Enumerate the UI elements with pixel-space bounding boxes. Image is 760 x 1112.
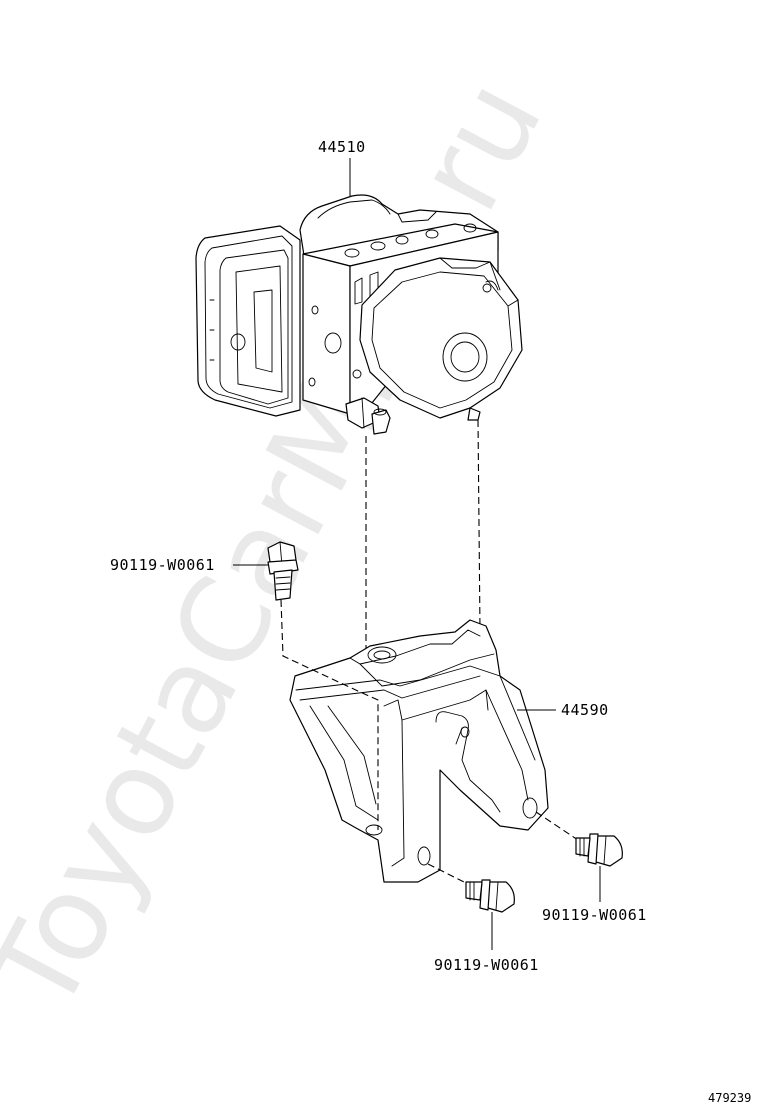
part-number-bolt-bottom: 90119-W0061 <box>434 956 539 974</box>
bracket <box>289 619 549 883</box>
part-number-bolt-left: 90119-W0061 <box>110 556 215 574</box>
pump-motor <box>359 257 523 419</box>
alignment-line-bolt-right <box>535 811 579 841</box>
mounting-studs <box>345 283 492 435</box>
part-number-bolt-right: 90119-W0061 <box>542 906 647 924</box>
figure-id: 479239 <box>708 1091 751 1105</box>
bolt-left <box>267 541 299 601</box>
abs-actuator-assembly <box>195 194 523 435</box>
alignment-line-bolt-bottom <box>427 863 469 885</box>
part-number-44590: 44590 <box>561 701 609 719</box>
bolt-bottom <box>465 879 515 913</box>
alignment-line-bolt-left <box>280 599 379 830</box>
alignment-line-right <box>477 419 481 631</box>
bolt-right <box>575 833 623 867</box>
connector-housing <box>195 225 301 417</box>
part-number-44510: 44510 <box>318 138 366 156</box>
